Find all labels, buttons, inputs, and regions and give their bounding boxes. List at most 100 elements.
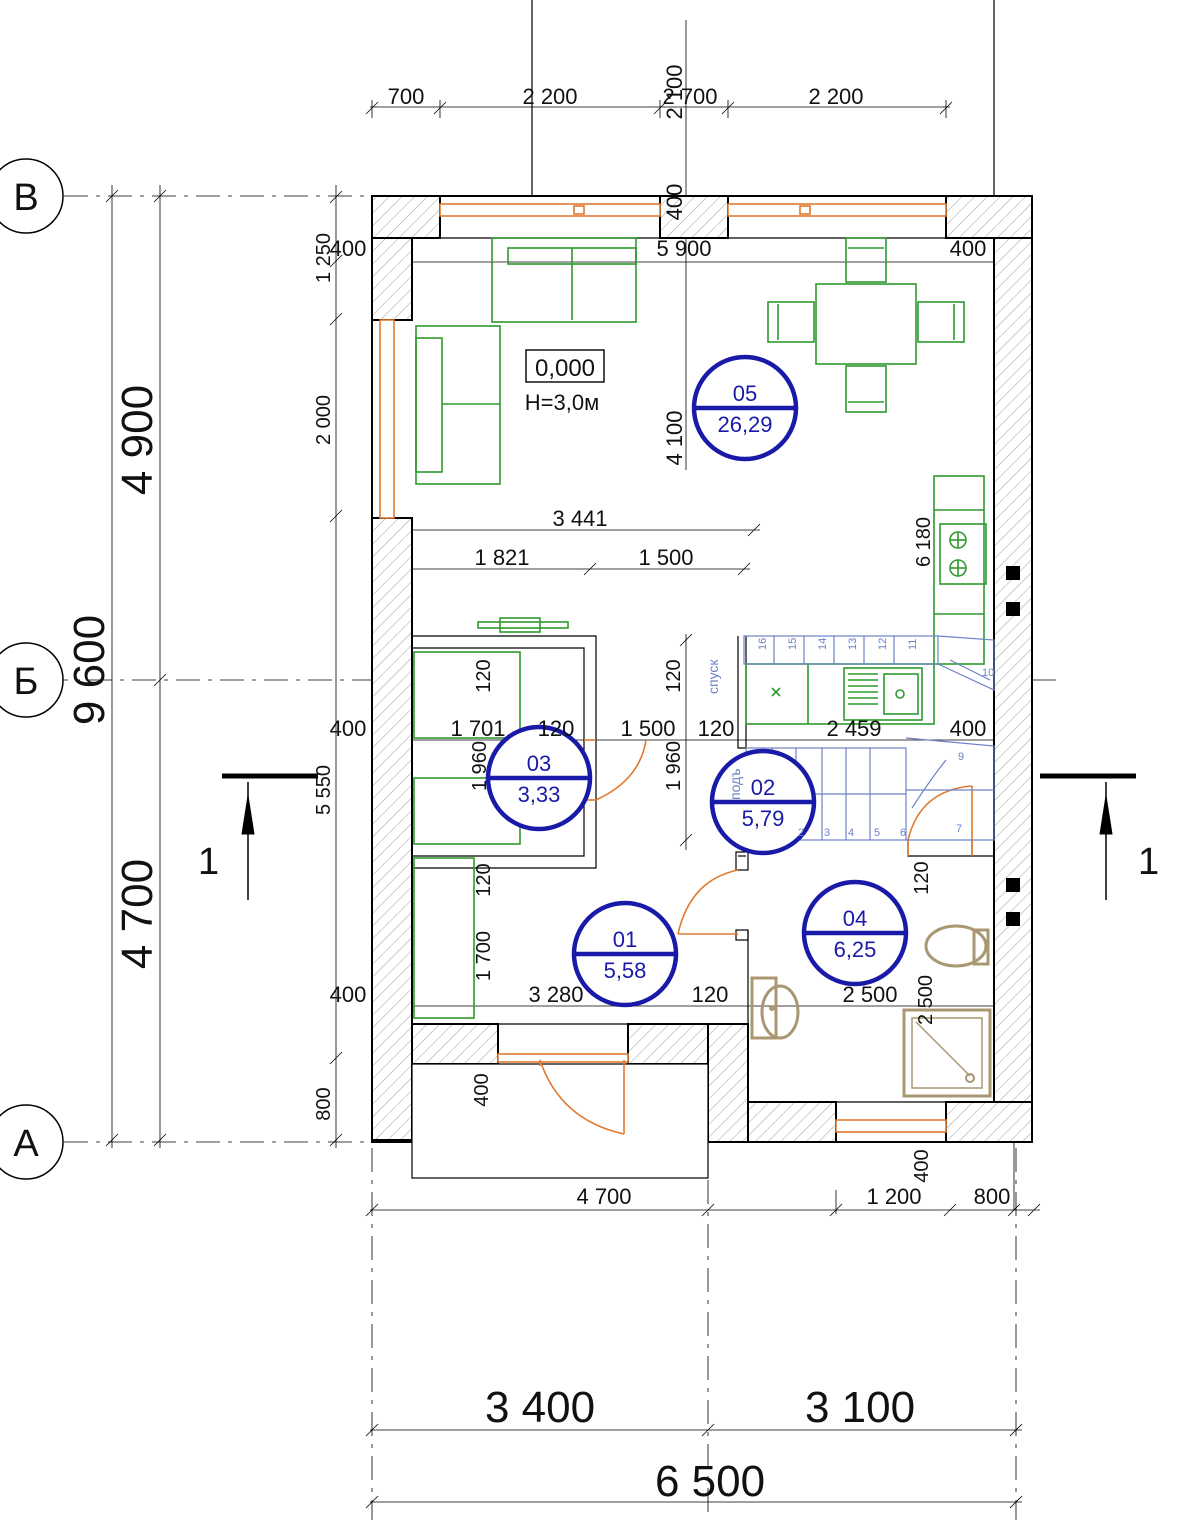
stair-step-numbers: 16 15 14 13 12 11 10 9 7 6 5 4 3 2 — [757, 638, 994, 839]
terrace-lines — [531, 0, 995, 196]
dim-text: 400 — [330, 716, 367, 741]
dim-text: 6 180 — [913, 517, 935, 567]
room-number: 03 — [527, 751, 551, 776]
room-area: 5,58 — [604, 958, 647, 983]
dim-text: 4 700 — [576, 1184, 631, 1209]
dim-text: 800 — [313, 1087, 335, 1120]
svg-text:3: 3 — [824, 827, 830, 839]
section-marks — [222, 773, 1136, 900]
dim-text: 2 200 — [808, 84, 863, 109]
dim-total: 3 400 — [485, 1383, 595, 1432]
dim-text: 120 — [911, 861, 933, 894]
dim-total: 4 900 — [113, 385, 162, 495]
vent-blocks — [1006, 566, 1020, 926]
ceiling-height: Н=3,0м — [525, 390, 599, 415]
room-tag-01: 01 5,58 — [571, 900, 679, 1008]
dim-text: 400 — [471, 1073, 493, 1106]
dim-text: 120 — [698, 716, 735, 741]
dim-text: 1 960 — [663, 741, 685, 791]
dim-text: 120 — [473, 659, 495, 692]
sanitary-fixtures — [750, 924, 992, 1098]
dim-total: 4 700 — [113, 859, 162, 969]
room-number: 05 — [733, 381, 757, 406]
room-number: 02 — [751, 775, 775, 800]
dim-text: 2 700 — [662, 84, 717, 109]
level-mark: 0,000 — [535, 355, 595, 382]
dim-text: 120 — [473, 863, 495, 896]
stair-down-label: спуск — [705, 659, 721, 694]
dim-text: 5 550 — [313, 765, 335, 815]
dim-text: 1 960 — [469, 741, 491, 791]
svg-text:15: 15 — [787, 638, 799, 650]
svg-text:6: 6 — [900, 827, 906, 839]
svg-text:2: 2 — [798, 827, 804, 839]
dim-text: 400 — [662, 184, 687, 221]
svg-text:9: 9 — [958, 751, 964, 763]
svg-text:10: 10 — [982, 667, 994, 679]
svg-text:5: 5 — [874, 827, 880, 839]
svg-text:13: 13 — [847, 638, 859, 650]
room-tag-04: 04 6,25 — [801, 879, 909, 987]
doors — [539, 739, 973, 1135]
dim-text: 3 441 — [552, 506, 607, 531]
svg-text:12: 12 — [877, 638, 889, 650]
section-label-right: 1 — [1138, 841, 1159, 883]
dimension-lines — [44, 20, 1062, 1520]
axis-bubbles — [0, 158, 64, 1180]
svg-text:4: 4 — [848, 827, 854, 839]
axis-label-v: В — [13, 177, 38, 219]
dim-text: 1 200 — [866, 1184, 921, 1209]
room-area: 26,29 — [717, 412, 772, 437]
dim-text: 2 000 — [313, 395, 335, 445]
windows — [379, 203, 947, 1133]
dim-text: 1 701 — [450, 716, 505, 741]
dim-text: 400 — [911, 1149, 933, 1182]
dim-total: 9 600 — [65, 615, 114, 725]
interior-walls — [371, 195, 1033, 1179]
room-tag-03: 03 3,33 — [485, 724, 593, 832]
dim-text: 5 900 — [656, 236, 711, 261]
dim-text: 2 500 — [842, 982, 897, 1007]
dim-total: 6 500 — [655, 1457, 765, 1506]
dim-text: 3 280 — [528, 982, 583, 1007]
dim-text: 1 821 — [474, 545, 529, 570]
dim-text: 1 250 — [313, 233, 335, 283]
stair-up-label: подъ — [727, 768, 743, 800]
dim-text: 800 — [974, 1184, 1011, 1209]
room-number: 01 — [613, 927, 637, 952]
section-label-left: 1 — [198, 841, 219, 883]
svg-text:16: 16 — [757, 638, 769, 650]
dim-text: 700 — [388, 84, 425, 109]
dim-text: 2 500 — [915, 975, 937, 1025]
dimension-texts: 700 2 200 2 700 2 200 2 100 400 1 250 2 … — [65, 64, 1010, 1506]
room-tag-05: 05 26,29 — [691, 354, 799, 462]
dim-text: 400 — [330, 236, 367, 261]
room-number: 04 — [843, 906, 867, 931]
dim-text: 4 100 — [662, 410, 687, 465]
dim-text: 120 — [538, 716, 575, 741]
dim-text: 120 — [663, 659, 685, 692]
dim-text: 2 200 — [522, 84, 577, 109]
dim-text: 400 — [950, 716, 987, 741]
dim-text: 400 — [330, 982, 367, 1007]
dim-text: 2 100 — [662, 64, 687, 119]
dim-total: 3 100 — [805, 1383, 915, 1432]
dim-text: 1 500 — [638, 545, 693, 570]
dim-text: 2 459 — [826, 716, 881, 741]
room-area: 3,33 — [518, 782, 561, 807]
room-tag-02: 02 5,79 — [709, 748, 817, 856]
dim-text: 120 — [692, 982, 729, 1007]
dim-text: 1 700 — [473, 931, 495, 981]
svg-text:7: 7 — [956, 823, 962, 835]
dim-text: 1 500 — [620, 716, 675, 741]
room-area: 6,25 — [834, 937, 877, 962]
axis-label-b: Б — [14, 661, 39, 703]
level-mark-box — [525, 349, 605, 383]
svg-text:14: 14 — [817, 638, 829, 650]
svg-text:11: 11 — [907, 639, 919, 650]
axis-label-a: А — [13, 1123, 39, 1165]
room-area: 5,79 — [742, 806, 785, 831]
furniture — [413, 237, 987, 1019]
dim-text: 400 — [950, 236, 987, 261]
